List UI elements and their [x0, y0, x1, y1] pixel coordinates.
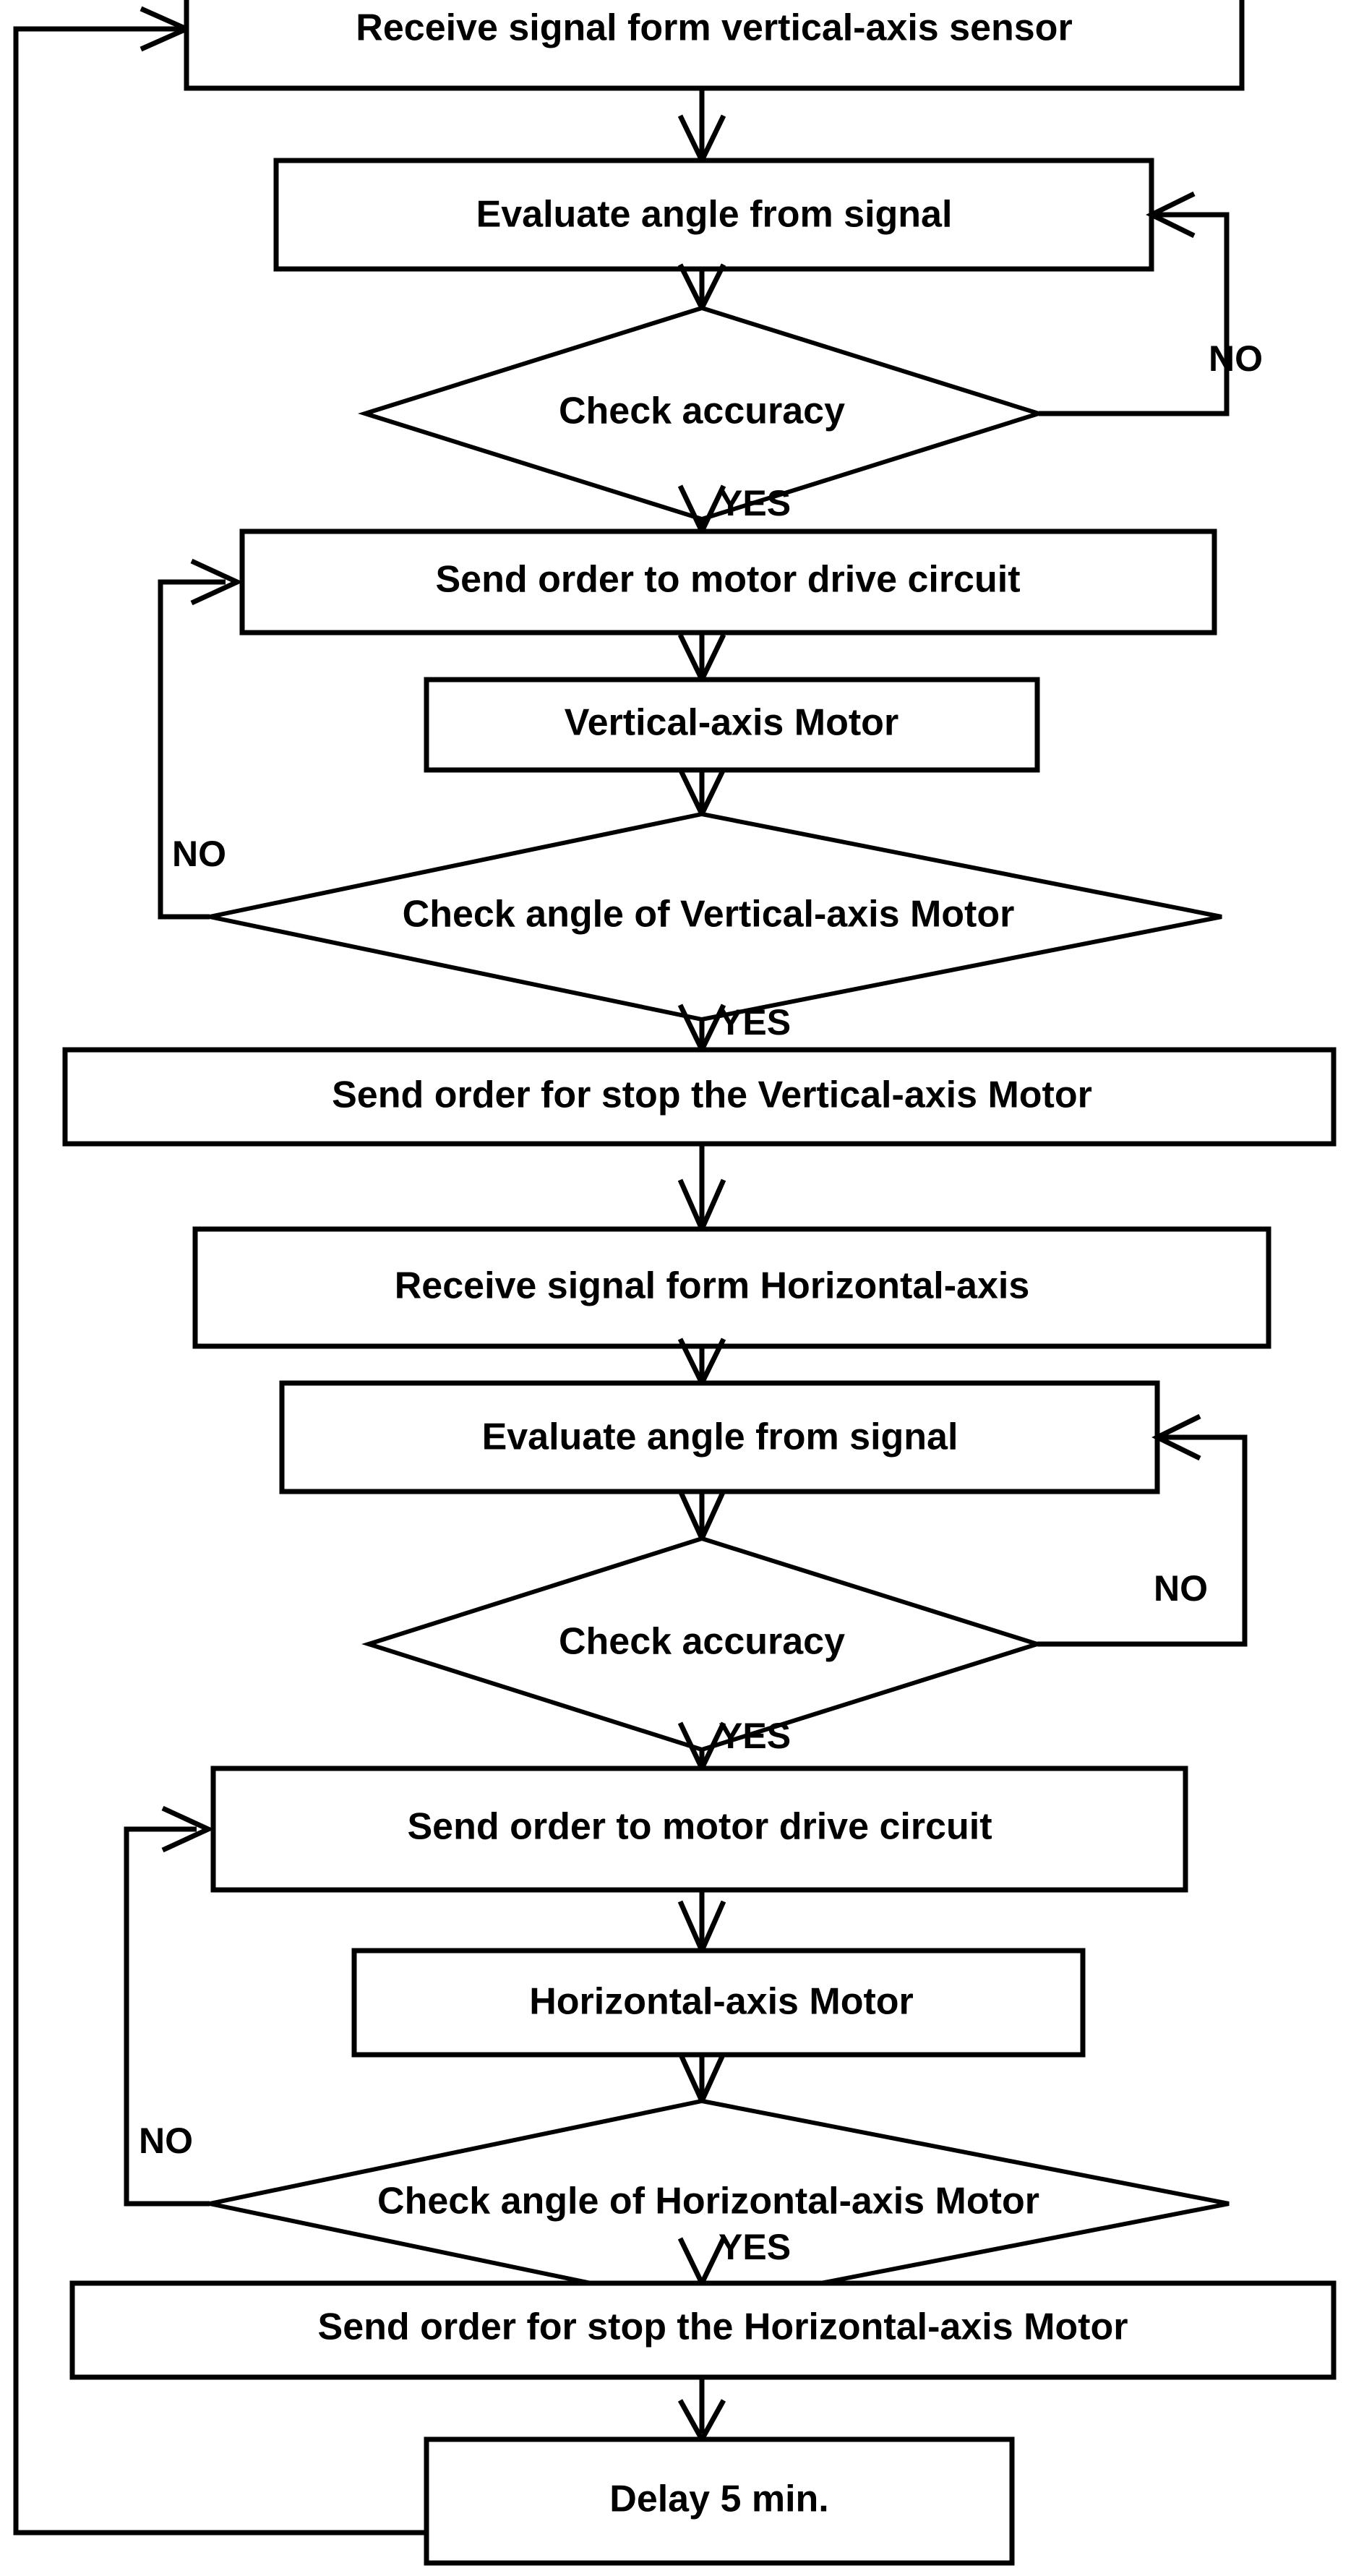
node-check-accuracy-vertical: Check accuracy	[357, 305, 1047, 522]
node-label: Check angle of Vertical-axis Motor	[403, 894, 1015, 936]
node-send-order-motor-drive-horizontal: Send order to motor drive circuit	[210, 1766, 1188, 1893]
node-label: Send order for stop the Vertical-axis Mo…	[332, 1074, 1092, 1116]
node-delay-5-min: Delay 5 min.	[424, 2436, 1015, 2566]
node-label: Send order to motor drive circuit	[407, 1806, 992, 1848]
edge-n9-to-n10	[677, 1489, 726, 1545]
edge-n5-to-n6	[677, 768, 726, 821]
edge-label-no: NO	[1209, 338, 1263, 379]
node-evaluate-angle-horizontal: Evaluate angle from signal	[279, 1380, 1160, 1494]
node-check-accuracy-horizontal: Check accuracy	[361, 1536, 1045, 1753]
node-evaluate-angle-vertical: Evaluate angle from signal	[273, 158, 1154, 272]
node-label: Vertical-axis Motor	[565, 702, 898, 744]
node-check-angle-vertical-motor: Check angle of Vertical-axis Motor	[209, 811, 1222, 1022]
node-label: Check angle of Horizontal-axis Motor	[377, 2181, 1039, 2222]
node-label: Receive signal form Horizontal-axis	[395, 1265, 1030, 1307]
edge-n10-no-to-n9: NO	[1037, 1413, 1248, 1647]
edge-n12-to-n13	[677, 2052, 726, 2108]
edge-n7-to-n8	[677, 1144, 726, 1236]
node-label: Delay 5 min.	[609, 2478, 828, 2520]
node-label: Evaluate angle from signal	[476, 194, 953, 236]
node-send-order-motor-drive-vertical: Send order to motor drive circuit	[239, 529, 1217, 636]
node-send-order-stop-horizontal-motor: Send order for stop the Horizontal-axis …	[69, 2280, 1337, 2380]
edge-n13-yes-to-n14: YES	[677, 2227, 791, 2306]
edge-n1-to-n2	[677, 88, 726, 167]
node-check-angle-horizontal-motor: Check angle of Horizontal-axis Motor	[209, 2098, 1230, 2309]
edge-label-yes: YES	[719, 1002, 791, 1043]
node-label: Evaluate angle from signal	[482, 1416, 958, 1458]
edge-n6-no-to-n4: NO	[158, 558, 244, 920]
node-receive-signal-horizontal-axis: Receive signal form Horizontal-axis	[192, 1226, 1271, 1349]
edge-n11-to-n12	[677, 1890, 726, 1957]
node-vertical-axis-motor: Vertical-axis Motor	[424, 677, 1040, 773]
edge-label-yes: YES	[719, 2227, 791, 2267]
edge-label-no: NO	[139, 2121, 193, 2161]
edge-n13-no-to-n11: NO	[124, 1805, 215, 2207]
node-label: Check accuracy	[559, 390, 845, 432]
node-label: Horizontal-axis Motor	[529, 1981, 914, 2023]
edge-n4-to-n5	[677, 633, 726, 686]
node-horizontal-axis-motor: Horizontal-axis Motor	[351, 1948, 1086, 2058]
edge-label-yes: YES	[719, 1716, 791, 1756]
edge-n3-no-to-n2: NO	[1039, 191, 1263, 416]
edge-n14-to-n15	[677, 2377, 726, 2445]
node-label: Send order to motor drive circuit	[435, 559, 1020, 601]
node-label: Check accuracy	[559, 1621, 845, 1663]
node-label: Send order for stop the Horizontal-axis …	[318, 2306, 1128, 2348]
node-send-order-stop-vertical-motor: Send order for stop the Vertical-axis Mo…	[62, 1047, 1337, 1147]
node-receive-signal-vertical-axis-sensor: Receive signal form vertical-axis sensor	[184, 0, 1245, 91]
edge-label-no: NO	[172, 834, 226, 874]
node-label: Receive signal form vertical-axis sensor	[356, 7, 1072, 49]
edge-label-yes: YES	[719, 483, 791, 523]
edge-label-no: NO	[1154, 1568, 1208, 1609]
